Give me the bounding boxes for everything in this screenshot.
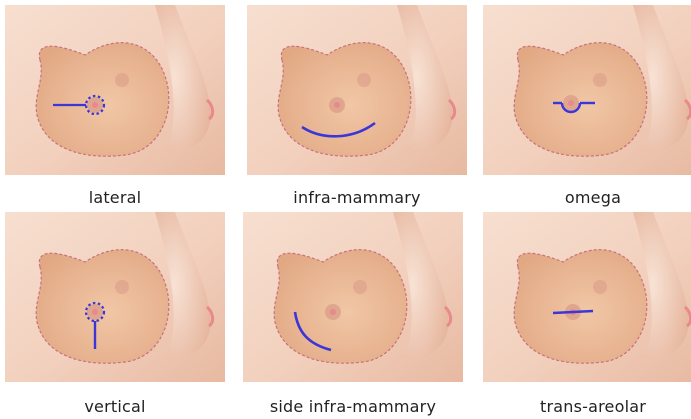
breast-illustration-omega — [483, 5, 691, 175]
panel-lateral: lateral — [5, 5, 225, 205]
caption-vertical: vertical — [5, 397, 225, 416]
breast-illustration-infra-mammary — [247, 5, 467, 175]
panel-omega: omega — [483, 5, 691, 205]
panel-side-infra-mammary: side infra-mammary — [243, 212, 463, 412]
caption-trans-areolar: trans-areolar — [483, 397, 691, 416]
breast-illustration-trans-areolar — [483, 212, 691, 382]
panel-trans-areolar: trans-areolar — [483, 212, 691, 412]
breast-illustration-lateral — [5, 5, 225, 175]
caption-omega: omega — [483, 188, 691, 207]
caption-infra-mammary: infra-mammary — [247, 188, 467, 207]
caption-side-infra-mammary: side infra-mammary — [243, 397, 463, 416]
caption-lateral: lateral — [5, 188, 225, 207]
breast-illustration-vertical — [5, 212, 225, 382]
breast-illustration-side-infra-mammary — [243, 212, 463, 382]
panel-infra-mammary: infra-mammary — [247, 5, 467, 205]
panel-vertical: vertical — [5, 212, 225, 412]
